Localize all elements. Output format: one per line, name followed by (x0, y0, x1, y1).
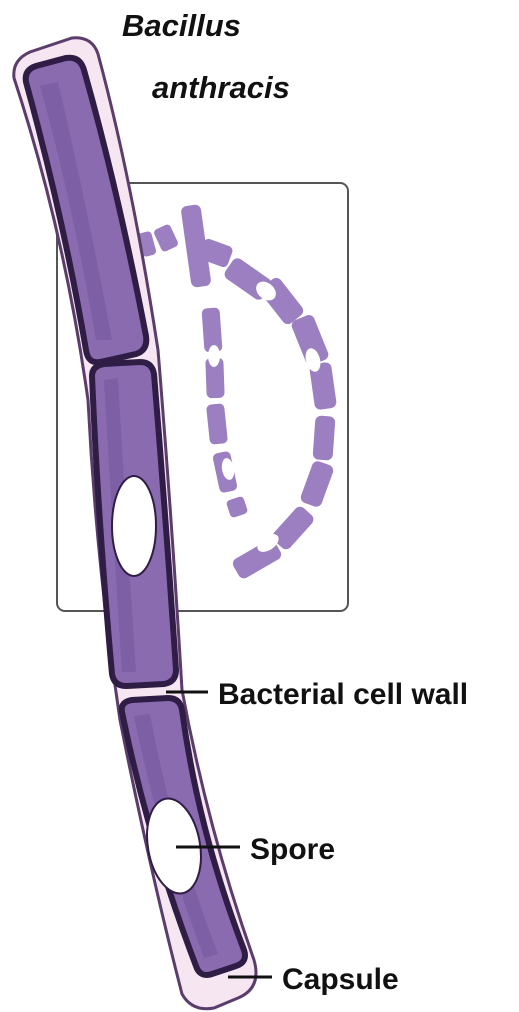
title-line-2: anthracis (152, 70, 290, 105)
chain-spore (208, 345, 220, 367)
chain-cell (312, 415, 335, 460)
label-bacterial-cell-wall: Bacterial cell wall (218, 678, 468, 711)
label-spore: Spore (250, 833, 335, 866)
label-capsule: Capsule (282, 963, 399, 996)
spore-middle-cell (112, 476, 156, 576)
title-line-1: Bacillus (122, 8, 241, 43)
